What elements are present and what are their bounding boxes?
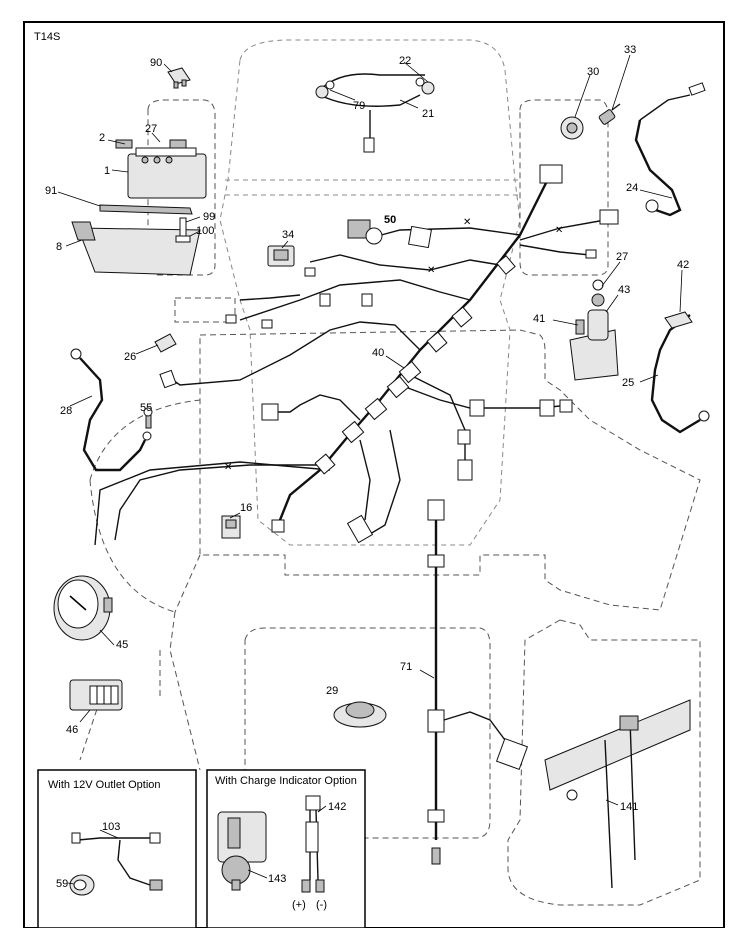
switch-50 (347, 219, 432, 249)
battery-cable-negative (634, 82, 706, 217)
callout-26: 26 (124, 351, 136, 363)
fuse-26 (154, 333, 177, 353)
svg-text:✕: ✕ (224, 462, 232, 473)
cable-25 (650, 311, 710, 434)
main-harness: ✕ ✕ ✕ ✕ (94, 164, 619, 546)
callout-90: 90 (150, 57, 162, 69)
callout-141: 141 (620, 801, 638, 813)
callout-24: 24 (626, 182, 638, 194)
ignition-key (598, 103, 621, 125)
solenoid-43 (569, 279, 619, 381)
callout-91: 91 (45, 185, 57, 197)
callout-16: 16 (240, 502, 252, 514)
callout-143: 143 (268, 873, 286, 885)
callout-55: 55 (140, 402, 152, 414)
callout-45: 45 (116, 639, 128, 651)
callout-99: 99 (203, 211, 215, 223)
callout-41: 41 (533, 313, 545, 325)
connector-16 (221, 515, 241, 539)
callout-71: 71 (400, 661, 412, 673)
screw-55 (143, 407, 153, 429)
hour-meter-45 (53, 575, 113, 641)
callout-30: 30 (587, 66, 599, 78)
brake-switch-141 (544, 699, 691, 889)
charge-option-box: With Charge Indicator Option (+) (-) (206, 769, 366, 928)
headlight-harness (315, 73, 435, 153)
callout-27-solenoid: 27 (616, 251, 628, 263)
callouts: 90 22 79 21 30 33 2 27 1 91 99 100 8 34 … (45, 44, 689, 890)
callout-42: 42 (677, 259, 689, 271)
callout-8: 8 (56, 241, 62, 253)
leader-lines (57, 54, 683, 885)
callout-28: 28 (60, 405, 72, 417)
svg-text:✕: ✕ (427, 265, 435, 276)
grommet-29 (333, 701, 387, 728)
outlet-option-title: With 12V Outlet Option (48, 779, 161, 791)
battery-group (71, 139, 207, 276)
callout-25: 25 (622, 377, 634, 389)
callout-22: 22 (399, 55, 411, 67)
harness-71 (427, 499, 529, 865)
callout-21: 21 (422, 108, 434, 120)
callout-34: 34 (282, 229, 294, 241)
callout-103: 103 (102, 821, 120, 833)
callout-40: 40 (372, 347, 384, 359)
diagram-code: T14S (34, 31, 60, 43)
charge-minus-label: (-) (316, 899, 327, 911)
callout-2: 2 (99, 132, 105, 144)
callout-27-battery: 27 (145, 123, 157, 135)
charge-plus-label: (+) (292, 899, 306, 911)
switch-34 (267, 245, 295, 267)
callout-79: 79 (353, 100, 365, 112)
callout-100: 100 (196, 225, 214, 237)
callout-1: 1 (104, 165, 110, 177)
charge-option-title: With Charge Indicator Option (215, 775, 357, 787)
diagram-border (23, 21, 725, 928)
callout-33: 33 (624, 44, 636, 56)
callout-46: 46 (66, 724, 78, 736)
callout-29: 29 (326, 685, 338, 697)
fuse-holder-90 (167, 67, 191, 89)
display-46 (69, 679, 123, 711)
cable-28 (70, 348, 152, 472)
callout-50: 50 (384, 214, 396, 226)
svg-text:✕: ✕ (555, 225, 563, 236)
ignition-switch (560, 116, 584, 140)
callout-43: 43 (618, 284, 630, 296)
outlet-option-box: With 12V Outlet Option (37, 769, 197, 928)
callout-59: 59 (56, 878, 68, 890)
svg-text:✕: ✕ (463, 217, 471, 228)
callout-142: 142 (328, 801, 346, 813)
